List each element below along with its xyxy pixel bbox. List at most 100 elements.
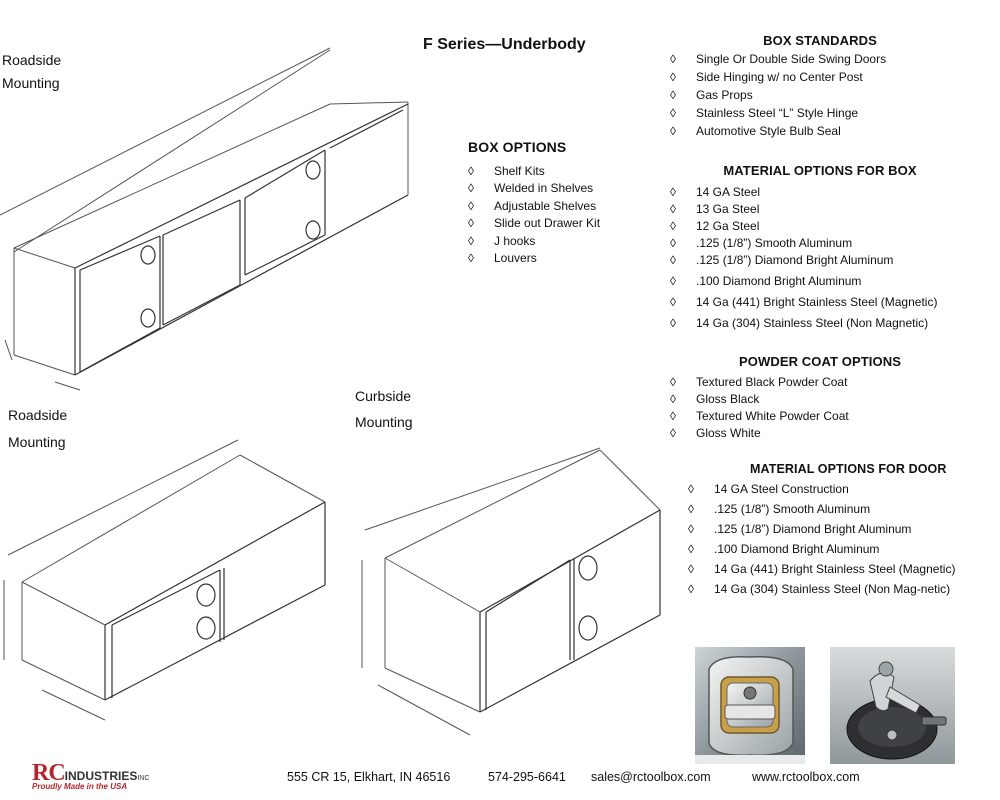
option-text: Gas Props — [696, 88, 753, 102]
diamond-bullet-icon: ◊ — [670, 88, 676, 102]
label-line: Mounting — [2, 75, 60, 91]
option-text: Welded in Shelves — [494, 181, 594, 196]
powder-coat-heading: POWDER COAT OPTIONS — [739, 354, 901, 369]
option-text: Shelf Kits — [494, 164, 545, 178]
label-line: Mounting — [8, 434, 66, 450]
material-box-heading: MATERIAL OPTIONS FOR BOX — [723, 163, 917, 178]
diamond-bullet-icon: ◊ — [468, 216, 474, 231]
option-text: 14 Ga (304) Stainless Steel (Non Magneti… — [696, 316, 929, 330]
option-text: Automotive Style Bulb Seal — [696, 124, 841, 138]
option-text: .125 (1/8”) Diamond Bright Aluminum — [714, 522, 912, 536]
option-text: 14 Ga (441) Bright Stainless Steel (Magn… — [696, 295, 938, 309]
option-text: Single Or Double Side Swing Doors — [696, 52, 887, 66]
logo-industries: INDUSTRIES — [64, 769, 138, 783]
option-text: .125 (1/8”) Smooth Aluminum — [714, 502, 871, 516]
option-text: 14 Ga (441) Bright Stainless Steel (Magn… — [714, 562, 956, 576]
company-logo: RCINDUSTRIESINC Proudly Made in the USA — [32, 760, 172, 796]
box-options-list: ◊Shelf Kits◊Welded in Shelves◊Adjustable… — [468, 163, 600, 267]
option-text: .125 (1/8”) Smooth Aluminum — [696, 236, 853, 250]
option-item: ◊ 13 Ga Steel — [670, 201, 990, 218]
option-text: 13 Ga Steel — [696, 202, 760, 216]
option-item: ◊ .125 (1/8”) Diamond Bright Aluminum — [688, 519, 988, 539]
logo-inc: INC — [137, 775, 150, 782]
option-item: ◊14 Ga (304) Stainless Steel (Non Magnet… — [670, 315, 990, 332]
diamond-bullet-icon: ◊ — [670, 70, 676, 84]
diamond-bullet-icon: ◊ — [468, 198, 474, 213]
option-item: ◊ Adjustable Shelves — [468, 198, 600, 215]
diamond-bullet-icon: ◊ — [688, 522, 694, 536]
option-item: ◊ Louvers — [468, 250, 600, 267]
diamond-bullet-icon: ◊ — [670, 375, 676, 389]
powder-coat-section: POWDER COAT OPTIONS ◊ Textured Black Powd… — [670, 354, 990, 442]
option-text: 12 Ga Steel — [696, 219, 760, 233]
powder-coat-list: ◊Textured Black Powder Coat◊Gloss Black◊… — [670, 374, 990, 442]
box-standards-section: BOX STANDARDS ◊Single Or Double Side Swi… — [670, 33, 990, 140]
diamond-bullet-icon: ◊ — [670, 253, 676, 267]
label-line: Roadside — [8, 407, 68, 423]
option-item: ◊14 Ga (304) Stainless Steel (Non Mag-ne… — [688, 579, 988, 599]
option-text: Gloss White — [696, 426, 761, 440]
option-item: ◊ 14 GA Steel Construction — [688, 479, 988, 499]
option-item: ◊ Gloss Black — [670, 391, 990, 408]
footer-address: 555 CR 15, Elkhart, IN 46516 — [287, 770, 451, 784]
option-text: 14 GA Steel Construction — [714, 482, 849, 496]
diamond-bullet-icon: ◊ — [670, 202, 676, 216]
latch-photo-closed — [695, 647, 805, 764]
diamond-bullet-icon: ◊ — [688, 562, 694, 576]
option-item: ◊ Slide out Drawer Kit — [468, 215, 600, 232]
option-item: ◊Textured White Powder Coat — [670, 408, 990, 425]
material-door-section: MATERIAL OPTIONS FOR DOOR ◊14 GA Steel C… — [688, 462, 988, 599]
option-item: ◊.125 (1/8”) Smooth Aluminum — [670, 235, 990, 252]
option-item: ◊.100 Diamond Bright Aluminum — [670, 273, 990, 290]
diamond-bullet-icon: ◊ — [670, 426, 676, 440]
option-text: J hooks — [494, 233, 536, 248]
diamond-bullet-icon: ◊ — [688, 482, 694, 496]
option-item: ◊ J hooks — [468, 233, 600, 250]
material-door-list: ◊ 14 GA Steel Construction ◊ .125 (1/8”) Sm… — [688, 479, 988, 599]
page-title: F Series—Underbody — [423, 36, 586, 53]
option-item: ◊Shelf Kits — [468, 163, 600, 180]
option-text: Slide out Drawer Kit — [494, 216, 601, 231]
diamond-bullet-icon: ◊ — [670, 185, 676, 199]
option-item: ◊12 Ga Steel — [670, 218, 990, 235]
option-text: Side Hinging w/ no Center Post — [696, 70, 863, 84]
diamond-bullet-icon: ◊ — [670, 392, 676, 406]
diamond-bullet-icon: ◊ — [670, 124, 676, 138]
label-line: Roadside — [2, 52, 62, 68]
diamond-bullet-icon: ◊ — [670, 274, 676, 288]
option-item: ◊ 14 GA Steel — [670, 184, 990, 201]
diamond-bullet-icon: ◊ — [468, 250, 474, 265]
option-item: ◊ Stainless Steel “L” Style Hinge — [670, 104, 990, 122]
diamond-bullet-icon: ◊ — [468, 233, 474, 248]
option-text: Adjustable Shelves — [494, 198, 597, 213]
diamond-bullet-icon: ◊ — [670, 106, 676, 120]
diamond-bullet-icon: ◊ — [688, 542, 694, 556]
option-text: Textured Black Powder Coat — [696, 375, 848, 389]
curbside-label: Curbside Mounting — [355, 383, 413, 435]
curbside-box-drawing — [361, 447, 661, 736]
roadside-box-drawing — [3, 439, 326, 721]
option-text: Louvers — [494, 250, 537, 265]
option-item: ◊ Automotive Style Bulb Seal — [670, 122, 990, 140]
option-item: ◊ 14 Ga (441) Bright Stainless Steel (Ma… — [670, 294, 990, 311]
option-text: Textured White Powder Coat — [696, 409, 849, 423]
option-text: Stainless Steel “L” Style Hinge — [696, 106, 859, 120]
option-text: Gloss Black — [696, 392, 760, 406]
option-item: ◊.125 (1/8”) Diamond Bright Aluminum — [670, 252, 990, 269]
footer-email[interactable]: sales@rctoolbox.com — [591, 770, 711, 784]
logo-tagline: Proudly Made in the USA — [32, 782, 128, 791]
option-item: ◊Welded in Shelves — [468, 180, 600, 197]
top-long-box-drawing — [0, 47, 409, 391]
option-item: ◊ Gloss White — [670, 425, 990, 442]
box-standards-heading: BOX STANDARDS — [763, 33, 877, 48]
option-item: ◊Single Or Double Side Swing Doors — [670, 50, 990, 68]
logo-rc: RC — [32, 760, 66, 786]
box-standards-list: ◊Single Or Double Side Swing Doors◊Side … — [670, 50, 990, 140]
footer-phone: 574-295-6641 — [488, 770, 566, 784]
diamond-bullet-icon: ◊ — [670, 295, 676, 309]
footer-website[interactable]: www.rctoolbox.com — [752, 770, 860, 784]
option-text: 14 GA Steel — [696, 185, 761, 199]
option-item: ◊ Side Hinging w/ no Center Post — [670, 68, 990, 86]
option-item: ◊.100 Diamond Bright Aluminum — [688, 539, 988, 559]
latch-photo-open — [830, 647, 955, 764]
